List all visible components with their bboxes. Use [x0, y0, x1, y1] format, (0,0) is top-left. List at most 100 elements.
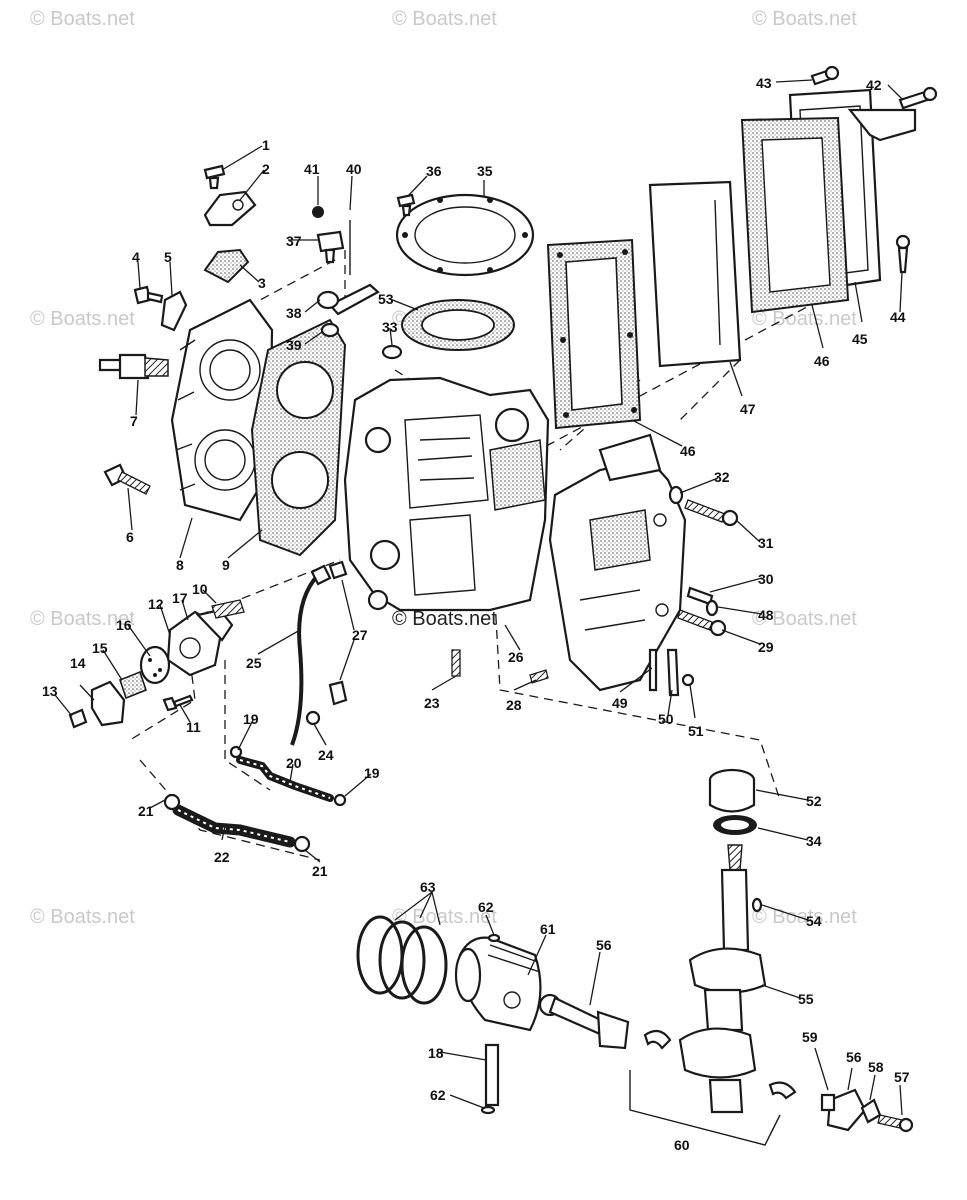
gasket-3 [203, 248, 250, 284]
washer-32 [668, 485, 684, 505]
callout-16: 16 [116, 617, 132, 633]
callout-12: 12 [148, 596, 164, 612]
callout-40: 40 [346, 161, 362, 177]
screw-1 [203, 164, 226, 190]
bearing-halves-60 [629, 1029, 797, 1146]
callout-17: 17 [172, 590, 188, 606]
callout-11: 11 [186, 719, 201, 735]
lockplate-58 [860, 1098, 882, 1124]
callout-56: 56 [596, 937, 612, 953]
wrist-pin-18 [484, 1043, 500, 1107]
callout-41: 41 [304, 161, 320, 177]
watermark: © Boats.net [30, 8, 135, 30]
callout-14: 14 [70, 655, 86, 671]
callout-60: 60 [674, 1137, 690, 1153]
screw-57 [877, 1114, 914, 1133]
callout-19b: 19 [364, 765, 380, 781]
seal-34 [713, 815, 757, 835]
callout-3: 3 [258, 275, 266, 291]
callout-63: 63 [420, 879, 436, 895]
bearing-52 [708, 768, 756, 813]
callout-37: 37 [286, 233, 302, 249]
watermark: © Boats.net [752, 8, 857, 30]
hose-20 [236, 756, 334, 802]
callout-34: 34 [806, 833, 822, 849]
callout-47: 47 [740, 401, 756, 417]
callout-26: 26 [508, 649, 524, 665]
callout-48: 48 [758, 607, 774, 623]
callout-58: 58 [868, 1059, 884, 1075]
callout-57: 57 [894, 1069, 910, 1085]
check-valve-24 [305, 710, 321, 726]
plug-33 [381, 344, 403, 360]
callout-2: 2 [262, 161, 270, 177]
bolt-29 [677, 609, 727, 637]
watermark: © Boats.net [30, 906, 135, 928]
callout-28: 28 [506, 697, 522, 713]
callout-10: 10 [192, 581, 208, 597]
pump-cover-14 [90, 680, 126, 727]
watermark: © Boats.net [392, 8, 497, 30]
callout-36: 36 [426, 163, 442, 179]
cover-plate-2 [203, 190, 257, 227]
callout-42: 42 [866, 77, 882, 93]
callout-1: 1 [262, 137, 270, 153]
bolt-31 [684, 499, 739, 527]
cylinder-block [343, 376, 550, 612]
callout-45: 45 [852, 331, 868, 347]
callout-22: 22 [214, 849, 230, 865]
callout-7: 7 [130, 413, 138, 429]
cylinder-head [170, 298, 274, 522]
callout-9: 9 [222, 557, 230, 573]
seal-ring-35 [395, 193, 535, 277]
callout-49: 49 [612, 695, 628, 711]
washer-39 [320, 322, 340, 338]
callout-29: 29 [758, 639, 774, 655]
callout-21b: 21 [312, 863, 328, 879]
callout-38: 38 [286, 305, 302, 321]
watermark: © Boats.net [752, 906, 857, 928]
crankshaft [678, 844, 767, 1114]
callout-20: 20 [286, 755, 302, 771]
connecting-rod [538, 993, 630, 1050]
clip-50 [666, 648, 680, 697]
callout-54: 54 [806, 913, 822, 929]
callout-35: 35 [477, 163, 493, 179]
watermark: © Boats.net [752, 608, 857, 630]
callout-50: 50 [658, 711, 674, 727]
pump-diaphragm-16 [139, 645, 171, 685]
callout-24: 24 [318, 747, 334, 763]
callout-25: 25 [246, 655, 262, 671]
callout-39: 39 [286, 337, 302, 353]
key-54 [751, 897, 763, 913]
callout-51: 51 [688, 723, 704, 739]
callout-59: 59 [802, 1029, 818, 1045]
bracket-5 [160, 290, 188, 332]
crankcase-half [548, 433, 687, 692]
callout-61: 61 [540, 921, 556, 937]
callout-30: 30 [758, 571, 774, 587]
screw-13 [68, 708, 88, 729]
bearing-cap-56 [826, 1088, 867, 1132]
callout-21: 21 [138, 803, 154, 819]
fuel-line-25 [290, 564, 332, 746]
callout-33: 33 [382, 319, 398, 335]
dowel-23 [451, 649, 461, 677]
callout-4: 4 [132, 249, 140, 265]
callout-27: 27 [352, 627, 368, 643]
callout-32: 32 [714, 469, 730, 485]
callout-44: 44 [890, 309, 906, 325]
callout-56b: 56 [846, 1049, 862, 1065]
callout-46b: 46 [680, 443, 696, 459]
callout-19: 19 [243, 711, 259, 727]
callout-55: 55 [798, 991, 814, 1007]
pin-49 [648, 648, 658, 692]
link-arm-40 [328, 220, 380, 316]
washer-48 [705, 599, 719, 617]
watermark: © Boats.net [30, 608, 135, 630]
fuel-pump [166, 608, 234, 677]
spark-plug [98, 353, 169, 380]
callout-52: 52 [806, 793, 822, 809]
dowel-59 [820, 1093, 836, 1112]
head-bolt-6 [103, 463, 151, 495]
